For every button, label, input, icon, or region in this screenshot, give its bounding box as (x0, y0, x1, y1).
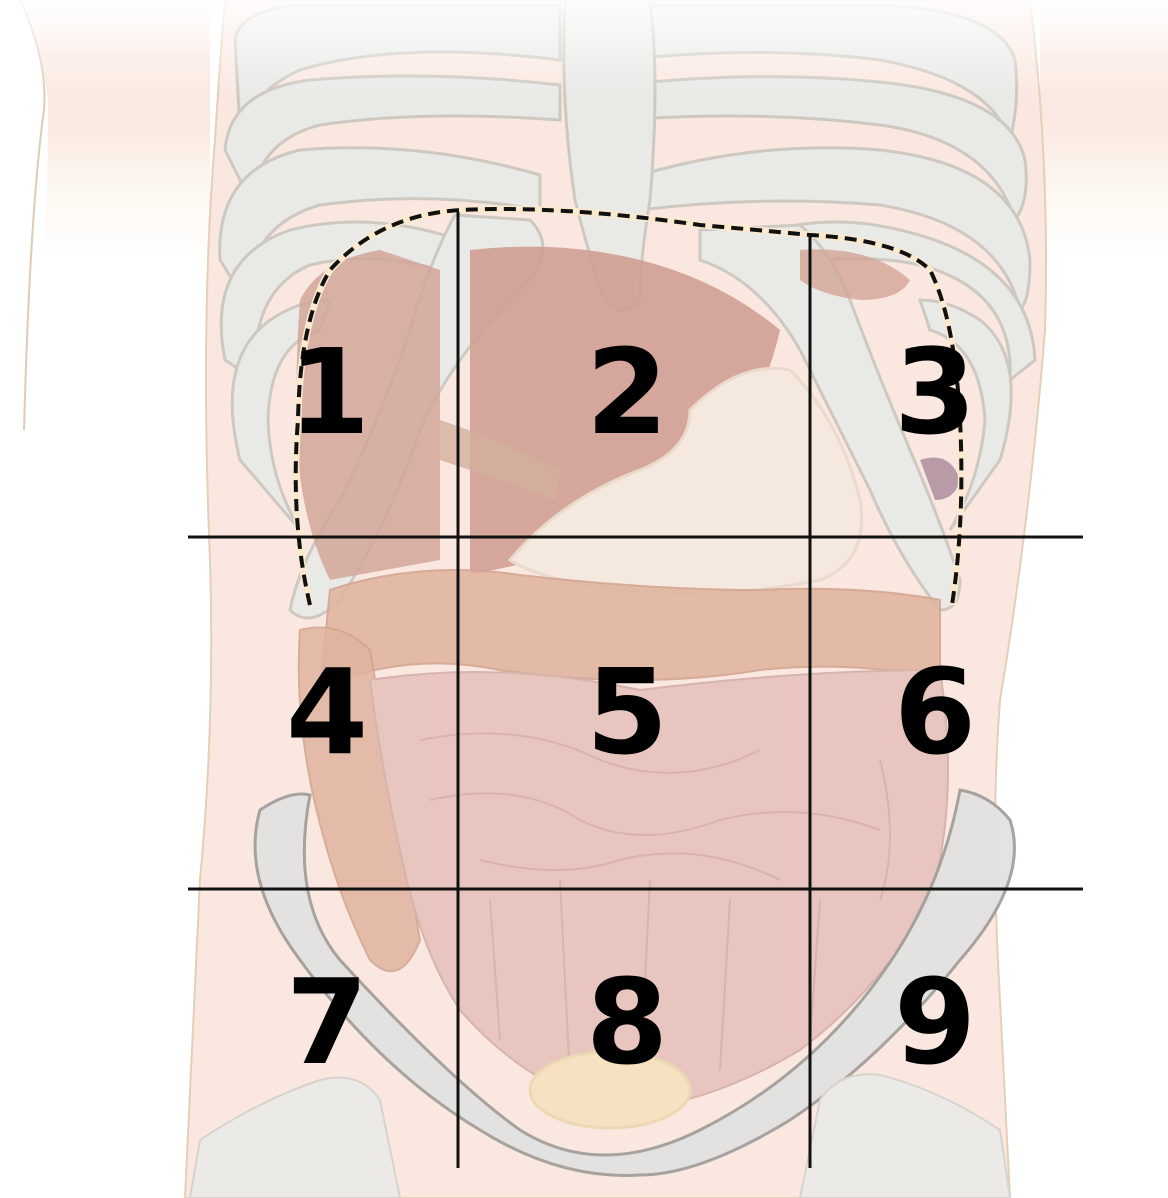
region-label-1: 1 (287, 323, 370, 461)
region-label-9: 9 (893, 953, 976, 1091)
region-label-6: 6 (893, 643, 976, 781)
region-label-7: 7 (285, 953, 368, 1091)
region-grid (188, 212, 1083, 1168)
region-label-3: 3 (893, 323, 976, 461)
dashed-outline (293, 207, 964, 606)
region-label-2: 2 (585, 323, 668, 461)
region-label-5: 5 (585, 643, 668, 781)
region-label-4: 4 (285, 643, 368, 781)
region-label-8: 8 (585, 953, 668, 1091)
